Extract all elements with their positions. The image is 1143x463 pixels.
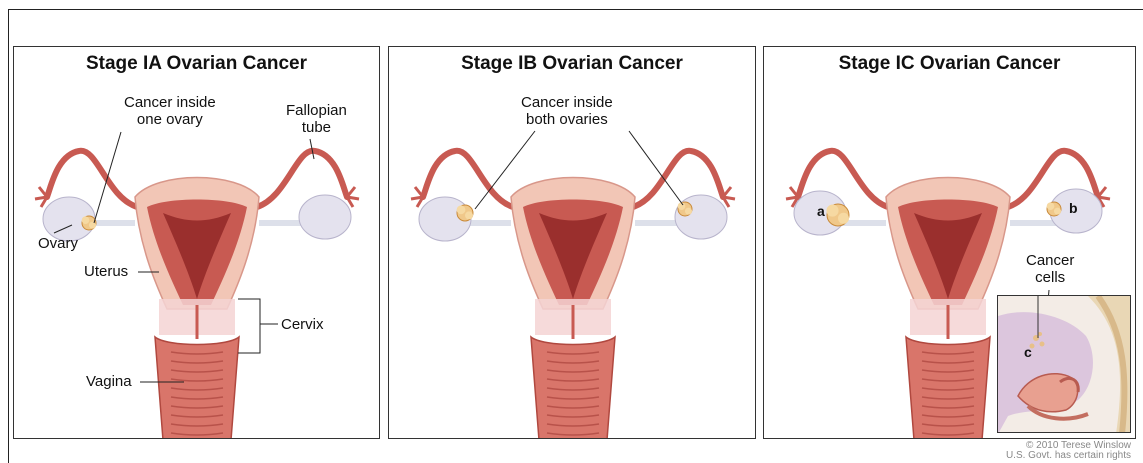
tumor-mass: [1047, 202, 1061, 216]
panel-stage-ic: Stage IC Ovarian Cancer a b Cancer cells: [763, 46, 1136, 439]
copyright-credit: © 2010 Terese Winslow U.S. Govt. has cer…: [1006, 441, 1131, 461]
label-c: c: [1024, 344, 1032, 360]
label-b: b: [1069, 200, 1078, 216]
pelvis-inset: c: [997, 295, 1131, 433]
tumor-mass: [826, 204, 849, 226]
label-cervix: Cervix: [281, 316, 324, 333]
label-a: a: [817, 203, 825, 219]
label-cancer-inside-both-ovaries: Cancer inside both ovaries: [521, 94, 613, 128]
label-cancer-inside-one-ovary: Cancer inside one ovary: [124, 94, 216, 128]
tumor-mass: [82, 216, 96, 230]
panel-stage-ia: Stage IA Ovarian Cancer Cancer inside on…: [13, 46, 380, 439]
label-ovary: Ovary: [38, 235, 78, 252]
label-uterus: Uterus: [84, 263, 128, 280]
credit-line-2: U.S. Govt. has certain rights: [1006, 451, 1131, 461]
pelvis-inset-illustration: [998, 296, 1131, 433]
label-vagina: Vagina: [86, 373, 132, 390]
tumor-mass: [457, 205, 473, 221]
label-fallopian-tube: Fallopian tube: [286, 102, 347, 136]
label-cancer-cells: Cancer cells: [1026, 252, 1074, 286]
tumor-mass: [678, 202, 692, 216]
panel-stage-ib: Stage IB Ovarian Cancer Cancer inside bo…: [388, 46, 756, 439]
